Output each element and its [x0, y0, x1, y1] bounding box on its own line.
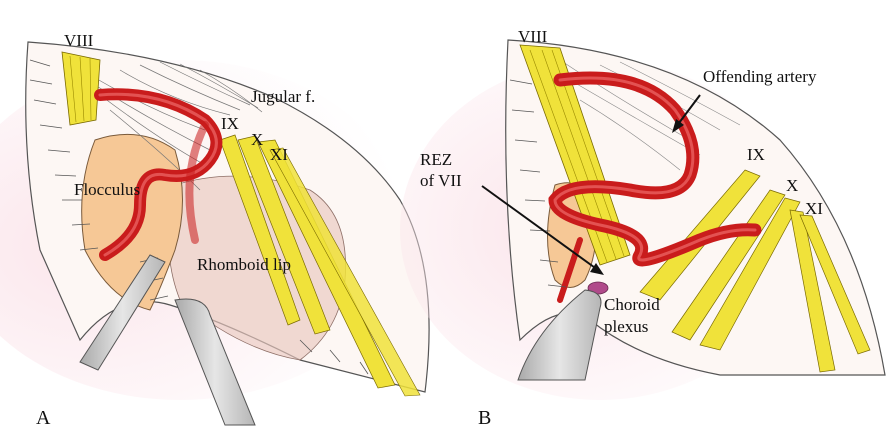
label-x-b: X	[786, 176, 799, 195]
label-jugular-foramen: Jugular f.	[251, 87, 316, 106]
panel-a	[0, 41, 430, 426]
retractor-a-left	[79, 254, 166, 371]
label-choroid-line1: Choroid	[604, 295, 660, 314]
label-rez-line1: REZ	[420, 150, 453, 169]
panel-label-b: B	[478, 407, 492, 429]
label-rez-line2: of VII	[420, 171, 462, 190]
edge-hairs	[509, 79, 567, 288]
edge-hairs	[29, 59, 369, 375]
label-choroid-line2: plexus	[604, 317, 649, 336]
label-x-a: X	[251, 130, 264, 149]
label-xi-b: XI	[805, 199, 823, 218]
panel-b	[400, 39, 886, 400]
label-viii-b: VIII	[518, 27, 548, 46]
panel-label-a: A	[36, 407, 51, 429]
label-viii-a: VIII	[64, 31, 94, 50]
label-flocculus: Flocculus	[74, 180, 141, 199]
retractor-b	[517, 289, 602, 381]
label-ix-a: IX	[221, 114, 239, 133]
choroid-plexus	[587, 281, 609, 295]
label-rhomboid-lip: Rhomboid lip	[197, 255, 291, 274]
label-xi-a: XI	[270, 145, 288, 164]
nerves-ix-x-xi	[219, 134, 421, 397]
retractor-a-right	[174, 298, 256, 426]
arrow-rez	[481, 185, 604, 275]
label-offending-artery: Offending artery	[703, 67, 817, 86]
arrow-offending-artery	[672, 94, 701, 133]
label-ix-b: IX	[747, 145, 765, 164]
